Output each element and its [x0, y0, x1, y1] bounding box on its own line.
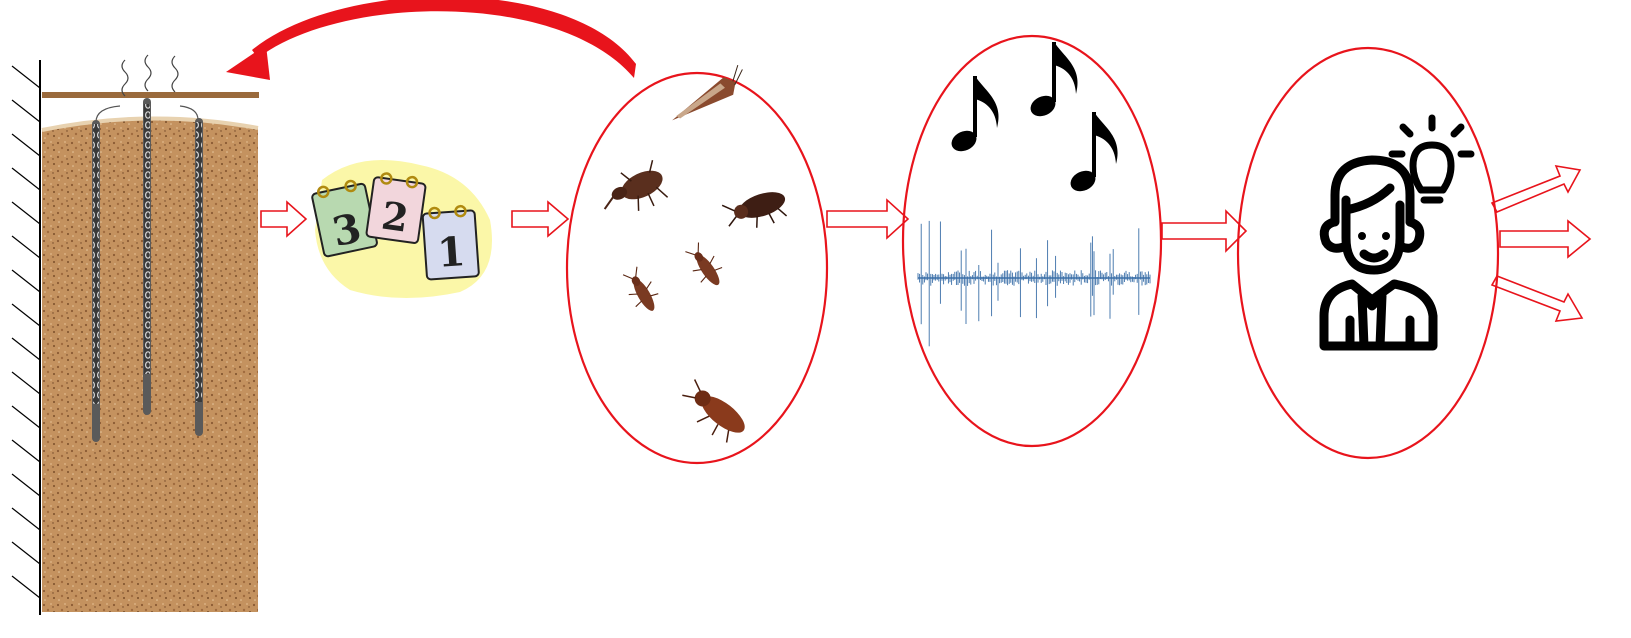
- grain-borer: [722, 186, 791, 237]
- acoustic-probe: [195, 118, 203, 436]
- bin-lid: [42, 92, 259, 98]
- weevil: [594, 158, 672, 226]
- output-arrow: [1492, 166, 1580, 212]
- music-note-icon: [1067, 112, 1117, 195]
- calendar-page-1: 1: [422, 205, 479, 279]
- heat-waves: [122, 55, 178, 96]
- curved-feedback-arrow: [226, 0, 636, 80]
- grain-bin: [12, 55, 259, 615]
- calendar-number: 1: [436, 228, 467, 277]
- wall-hatching: [12, 66, 40, 598]
- music-note-icon: [1027, 42, 1077, 120]
- flow-arrow: [512, 202, 568, 236]
- flow-arrow: [827, 200, 908, 238]
- insects-ellipse: [567, 73, 827, 463]
- acoustic-probe: [92, 120, 100, 442]
- calendar-page-2: 2: [366, 172, 427, 244]
- flour-beetle: [681, 240, 729, 293]
- flow-arrow: [261, 202, 306, 236]
- calendar-pages-icon: 3 2 1: [310, 160, 492, 298]
- lightbulb-icon: [1392, 118, 1471, 200]
- output-arrow: [1500, 221, 1590, 257]
- acoustic-waveform: [918, 221, 1150, 346]
- sound-ellipse: [903, 36, 1161, 446]
- output-arrow: [1492, 276, 1582, 321]
- music-note-icon: [948, 76, 998, 155]
- flour-beetle: [619, 264, 665, 317]
- cigarette-beetle: [674, 379, 750, 449]
- acoustic-probe: [143, 98, 151, 415]
- flow-arrow: [1162, 211, 1246, 251]
